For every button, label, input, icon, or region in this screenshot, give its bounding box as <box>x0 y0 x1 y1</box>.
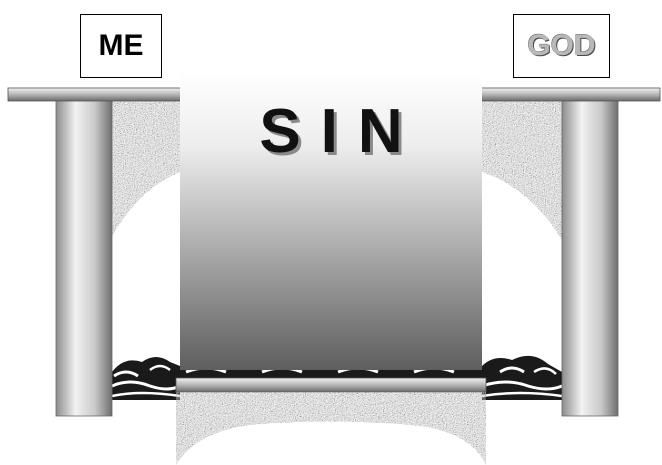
right-water-waves <box>482 356 562 400</box>
god-label-box: GOD <box>513 14 610 78</box>
lower-arch-opening <box>190 424 474 465</box>
left-deck <box>8 88 182 101</box>
sin-label: SIN <box>180 96 482 167</box>
me-label-box: ME <box>80 14 162 78</box>
right-pillar <box>562 100 618 416</box>
me-label: ME <box>99 29 144 63</box>
god-label: GOD <box>527 29 595 63</box>
left-water-waves <box>112 357 180 400</box>
lower-deck <box>176 378 486 392</box>
left-arch-stone <box>112 100 180 236</box>
right-deck <box>480 88 660 101</box>
left-pillar <box>56 100 112 416</box>
right-arch-stone <box>482 100 562 240</box>
